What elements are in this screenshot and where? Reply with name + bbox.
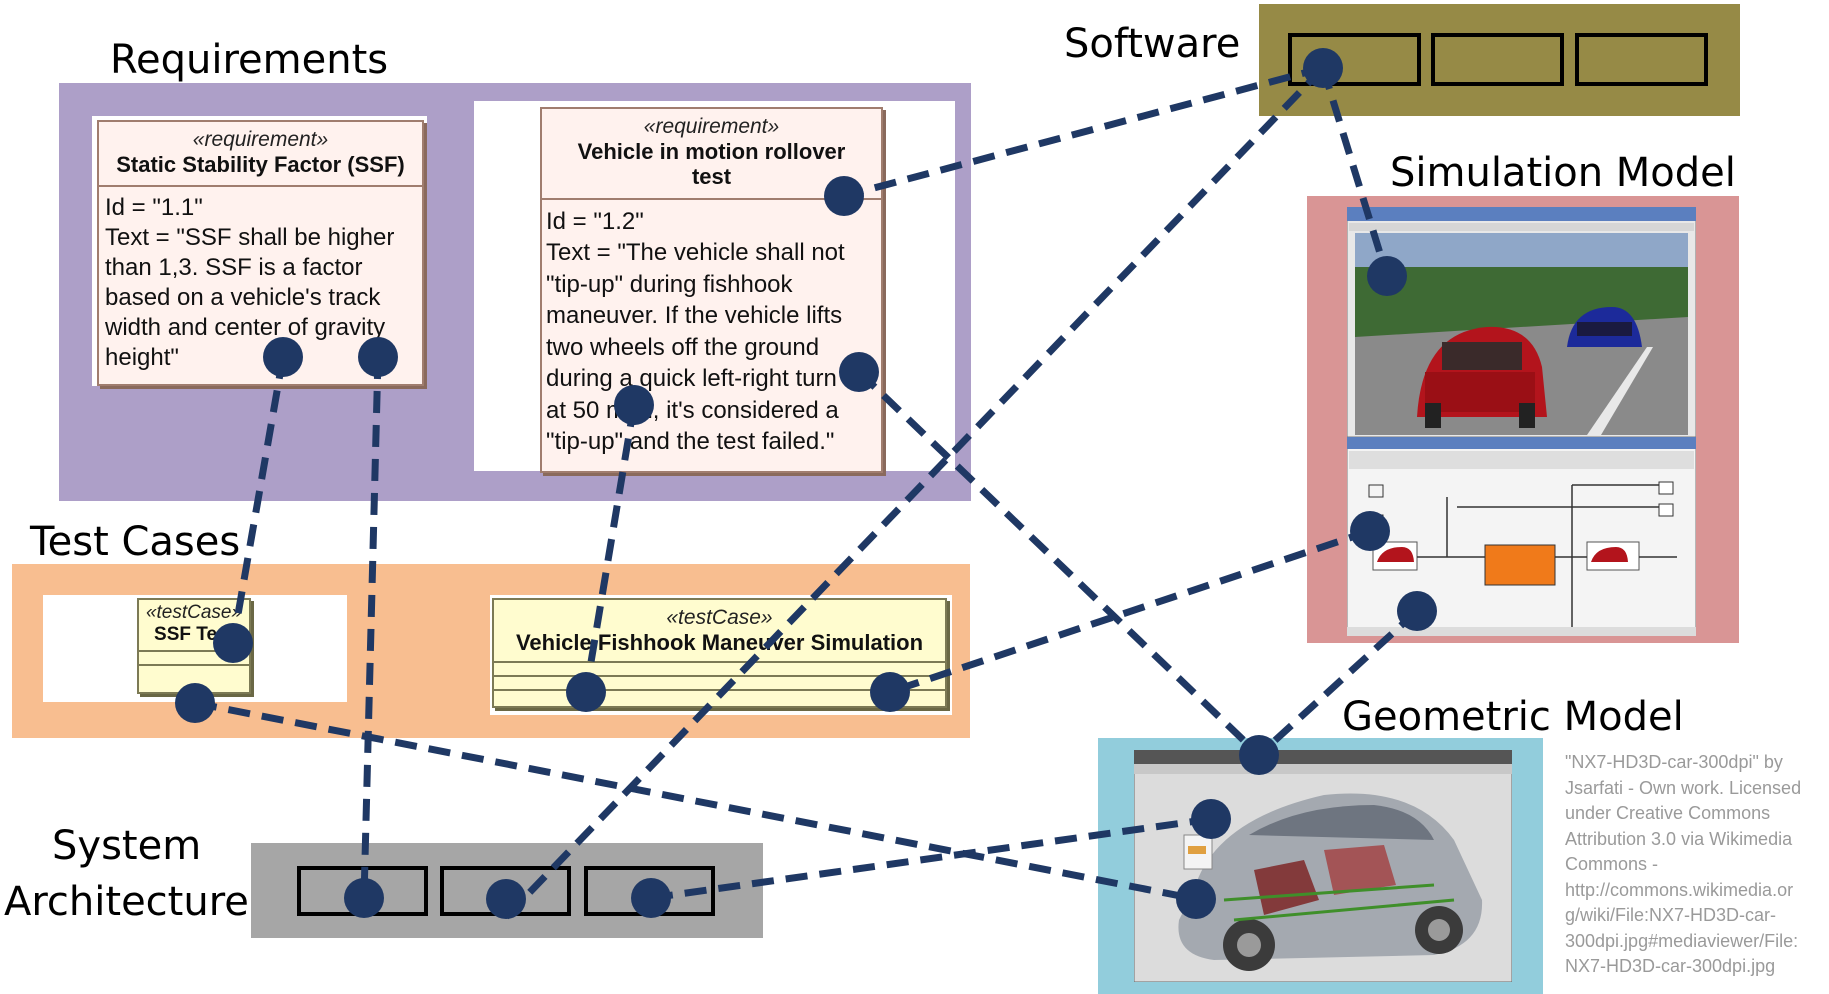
trace-link — [360, 356, 382, 899]
connection-dot-icon — [614, 385, 654, 425]
trace-link — [503, 65, 1326, 920]
trace-link — [1319, 66, 1391, 278]
requirements-title: Requirements — [110, 37, 389, 83]
requirement-2-name-line1: Vehicle in motion rollover — [577, 139, 846, 164]
requirement-static-stability-factor[interactable]: «requirement» Static Stability Factor (S… — [97, 120, 424, 386]
test-case-2-compartment — [494, 661, 945, 675]
requirement-2-text-line: Text = "The vehicle shall not — [546, 239, 845, 267]
requirement-2-text-line: "tip-up" during fishhook — [546, 270, 793, 298]
software-block-1[interactable] — [1288, 33, 1421, 86]
connection-dot-icon — [358, 337, 398, 377]
connection-dot-icon — [631, 878, 671, 918]
connection-dot-icon — [1239, 735, 1279, 775]
connection-dot-icon — [1176, 879, 1216, 919]
connection-dot-icon — [263, 337, 303, 377]
geometric-model-title: Geometric Model — [1342, 694, 1684, 740]
requirement-2-id: Id = "1.2" — [546, 207, 644, 235]
connection-dot-icon — [870, 672, 910, 712]
software-block-2[interactable] — [1431, 33, 1564, 86]
requirement-2-header: «requirement» Vehicle in motion rollover… — [542, 109, 881, 200]
image-credit: "NX7-HD3D-car-300dpi" by Jsarfati - Own … — [1565, 752, 1802, 976]
connection-dot-icon — [213, 623, 253, 663]
connection-dot-icon — [566, 672, 606, 712]
connection-dot-icon — [1367, 256, 1407, 296]
software-title: Software — [1064, 21, 1241, 67]
requirement-1-text-line: height" — [105, 344, 179, 372]
requirement-2-text-line: at 50 mph, it's considered a — [546, 396, 839, 424]
trace-link — [856, 369, 1262, 758]
connection-dot-icon — [1191, 799, 1231, 839]
test-case-ssf-test[interactable]: «testCase» SSF Test — [137, 598, 251, 694]
connection-dot-icon — [175, 683, 215, 723]
connection-dot-icon — [486, 879, 526, 919]
requirement-1-text-line: based on a vehicle's track — [105, 284, 381, 312]
requirement-1-body: Id = "1.1" Text = "SSF shall be higher t… — [99, 187, 422, 377]
connection-dot-icon — [1303, 48, 1343, 88]
trace-link — [650, 815, 1212, 902]
test-cases-title: Test Cases — [30, 519, 241, 565]
requirement-1-name: Static Stability Factor (SSF) — [116, 152, 405, 177]
system-architecture-title-line2: Architecture — [4, 879, 249, 925]
test-case-2-name: Vehicle Fishhook Maneuver Simulation — [515, 630, 924, 655]
requirement-1-text-line: width and center of gravity — [105, 314, 386, 342]
requirement-2-text-line: maneuver. If the vehicle lifts — [546, 302, 843, 330]
requirement-2-body: Id = "1.2" Text = "The vehicle shall not… — [542, 200, 881, 462]
test-case-1-compartment — [139, 649, 249, 664]
connection-dot-icon — [824, 176, 864, 216]
connection-dot-icon — [1397, 591, 1437, 631]
requirement-1-stereotype: «requirement» — [192, 128, 329, 151]
test-case-1-compartment — [139, 663, 249, 678]
connection-dot-icon — [839, 352, 879, 392]
requirement-2-text-line: "tip-up" and the test failed." — [546, 428, 835, 456]
requirement-2-stereotype: «requirement» — [643, 115, 780, 138]
simulation-model-title: Simulation Model — [1390, 150, 1736, 196]
trace-link — [1256, 608, 1420, 758]
test-case-2-header: «testCase» Vehicle Fishhook Maneuver Sim… — [494, 600, 945, 661]
requirement-vehicle-rollover-test[interactable]: «requirement» Vehicle in motion rollover… — [540, 107, 883, 473]
requirement-1-text-line: Text = "SSF shall be higher — [105, 224, 395, 252]
requirement-2-name-line2: test — [691, 164, 732, 190]
connection-dot-icon — [1350, 511, 1390, 551]
requirement-1-text-line: than 1,3. SSF is a factor — [105, 254, 363, 282]
trace-link — [888, 527, 1372, 696]
geometric-screenshot-icon — [1134, 750, 1512, 982]
test-case-2-stereotype: «testCase» — [666, 606, 773, 629]
test-case-1-stereotype: «testCase» — [145, 602, 243, 623]
trace-link — [843, 64, 1324, 200]
requirement-2-text-line: two wheels off the ground — [546, 333, 820, 361]
requirement-2-text-line: during a quick left-right turn — [546, 365, 837, 393]
trace-link — [194, 699, 1197, 903]
software-block-3[interactable] — [1575, 33, 1708, 86]
trace-link — [229, 356, 287, 644]
connection-dot-icon — [344, 878, 384, 918]
requirement-1-id: Id = "1.1" — [105, 194, 203, 222]
simulation-screenshot-icon — [1347, 207, 1696, 636]
system-architecture-title-line1: System — [52, 823, 202, 869]
requirement-1-header: «requirement» Static Stability Factor (S… — [99, 122, 422, 188]
trace-link — [582, 404, 638, 693]
